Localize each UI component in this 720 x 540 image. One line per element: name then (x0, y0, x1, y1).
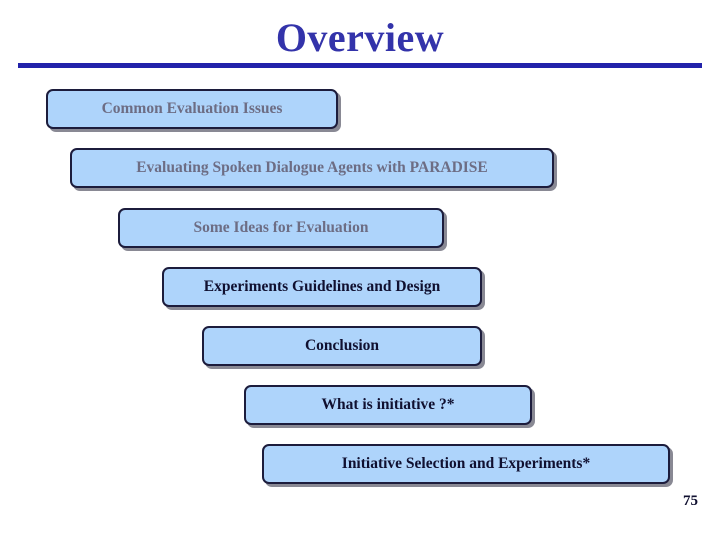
page-number: 75 (683, 493, 698, 509)
overview-item-2[interactable]: Evaluating Spoken Dialogue Agents with P… (70, 148, 554, 188)
overview-item-label: What is initiative ?* (321, 396, 455, 413)
overview-box-list: Common Evaluation Issues Evaluating Spok… (0, 84, 720, 484)
overview-item-label: Evaluating Spoken Dialogue Agents with P… (136, 159, 488, 176)
overview-item-label: Initiative Selection and Experiments* (341, 455, 591, 472)
overview-item-7[interactable]: Initiative Selection and Experiments* (262, 444, 670, 484)
overview-item-3[interactable]: Some Ideas for Evaluation (118, 208, 444, 248)
overview-item-5[interactable]: Conclusion (202, 326, 482, 366)
overview-item-6[interactable]: What is initiative ?* (244, 385, 532, 425)
overview-item-1[interactable]: Common Evaluation Issues (46, 89, 338, 129)
overview-item-label: Common Evaluation Issues (101, 100, 283, 117)
overview-item-label: Experiments Guidelines and Design (203, 278, 441, 295)
title-divider (18, 63, 702, 68)
overview-item-label: Some Ideas for Evaluation (193, 219, 369, 236)
page-title: Overview (275, 15, 445, 60)
overview-item-4[interactable]: Experiments Guidelines and Design (162, 267, 482, 307)
overview-item-label: Conclusion (304, 337, 380, 354)
